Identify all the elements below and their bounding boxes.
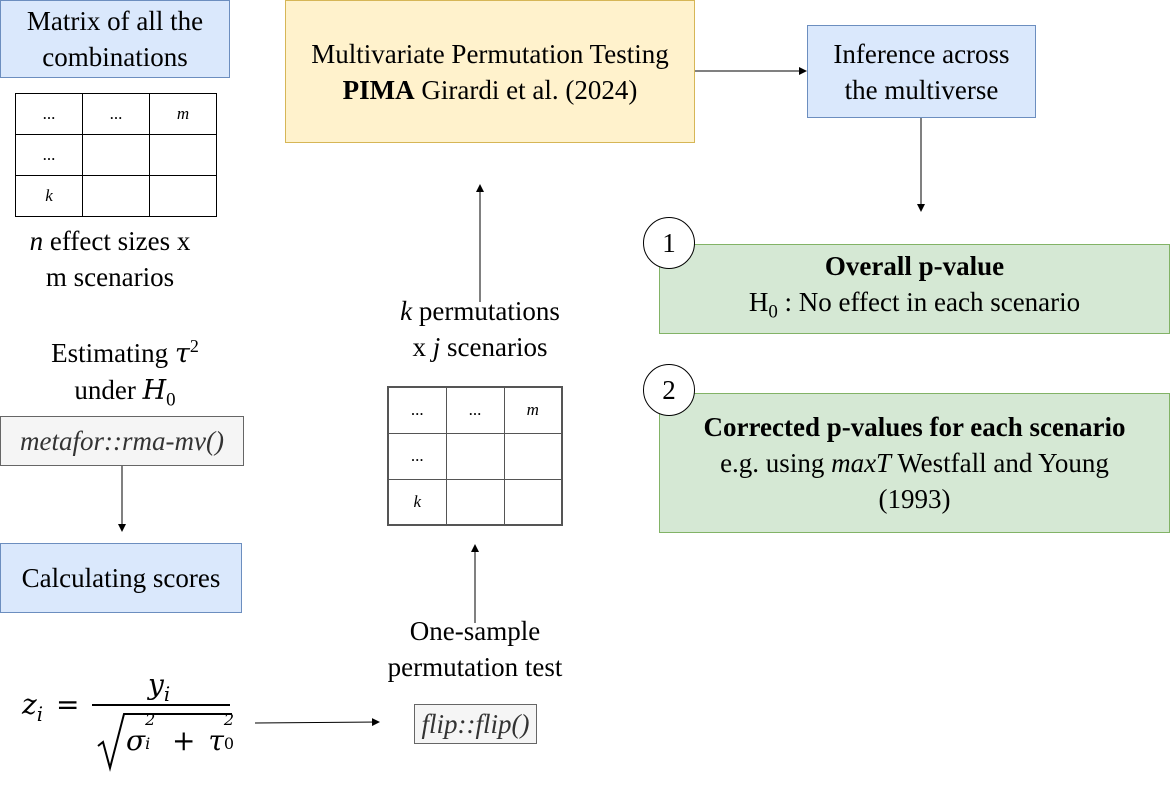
- table-cell: [149, 175, 217, 217]
- table-cell: m: [149, 93, 217, 135]
- fraction-bar: [92, 704, 230, 706]
- effect-sizes-label: n effect sizes x m scenarios: [29, 226, 191, 292]
- one-sample-label: One-sample permutation test: [387, 616, 563, 682]
- arrow-formula-to-flip: [254, 718, 380, 727]
- matrix-line2: combinations: [42, 42, 188, 72]
- var-n: n: [29, 226, 44, 256]
- step-badge-1: 1: [643, 217, 695, 269]
- table-cell: ...: [387, 432, 447, 480]
- pima-box: Multivariate Permutation Testing PIMA Gi…: [285, 0, 695, 143]
- calculating-scores-box: Calculating scores: [0, 543, 242, 613]
- table-cell: ...: [15, 134, 83, 176]
- table-cell: ...: [82, 93, 150, 135]
- table-cell: [149, 134, 217, 176]
- estimating-tau-label: Estimating τ2 under H0: [51, 336, 199, 411]
- inference-box: Inference across the multiverse: [807, 25, 1036, 118]
- matrix-line1: Matrix of all the: [26, 6, 204, 36]
- metafor-function-box: metafor::rma-mv(): [0, 416, 244, 466]
- step-badge-2: 2: [643, 364, 695, 416]
- left-matrix-table: ... ... m ... k: [15, 93, 217, 217]
- matrix-combinations-box: Matrix of all the combinations: [0, 0, 230, 78]
- table-cell: m: [503, 386, 563, 434]
- table-cell: [503, 478, 563, 526]
- table-cell: [82, 175, 150, 217]
- table-cell: ...: [387, 386, 447, 434]
- table-cell: [82, 134, 150, 176]
- table-cell: ...: [15, 93, 83, 135]
- overall-pvalue-box: Overall p-value H0 : No effect in each s…: [659, 244, 1170, 334]
- corrected-pvalues-box: Corrected p-values for each scenario e.g…: [659, 393, 1170, 533]
- permutation-matrix-table: ... ... m ... k: [387, 386, 563, 526]
- table-cell: [445, 432, 505, 480]
- permutations-label: k permutations x j scenarios: [400, 296, 560, 362]
- table-cell: [445, 478, 505, 526]
- flip-function-box: flip::flip(): [414, 704, 537, 744]
- table-cell: [503, 432, 563, 480]
- table-cell: ...: [445, 386, 505, 434]
- table-cell: k: [15, 175, 83, 217]
- sqrt-sign: [97, 713, 232, 772]
- table-cell: k: [387, 478, 447, 526]
